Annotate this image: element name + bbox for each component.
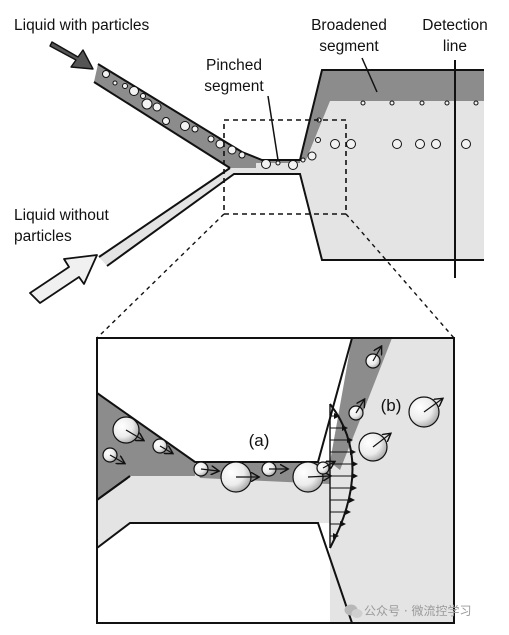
label-zoom-b: (b) [381, 396, 402, 415]
label-detection-line1: Detection [422, 17, 487, 34]
overview-particles [102, 70, 479, 170]
label-broadened-line2: segment [319, 38, 379, 55]
label-pinched-line1: Pinched [206, 57, 262, 74]
label-liquid-with-particles: Liquid with particles [14, 17, 150, 34]
watermark-text: 公众号 · 微流控学习 [364, 603, 471, 618]
clear-inlet-branch [99, 168, 262, 266]
zoom-projection-left [96, 213, 225, 339]
particle-inlet-arrow [49, 41, 94, 70]
clear-inlet-arrow [29, 254, 98, 304]
broadened-leader-line [361, 57, 378, 93]
label-pinched-line2: segment [204, 78, 264, 95]
zoom-particles [102, 347, 442, 493]
label-liquid-without-line2: particles [14, 228, 72, 245]
label-broadened-line1: Broadened [311, 17, 387, 34]
wechat-icon [344, 604, 363, 618]
label-liquid-without-line1: Liquid without [14, 207, 109, 224]
zoom-panel: (a) (b) [96, 337, 455, 624]
watermark: 公众号 · 微流控学习 [344, 603, 471, 618]
broadened-segment-channel [300, 70, 484, 260]
pinched-leader-line [267, 95, 279, 161]
label-detection-line2: line [443, 38, 467, 55]
zoom-projection-right [345, 213, 455, 339]
label-zoom-a: (a) [249, 431, 270, 450]
